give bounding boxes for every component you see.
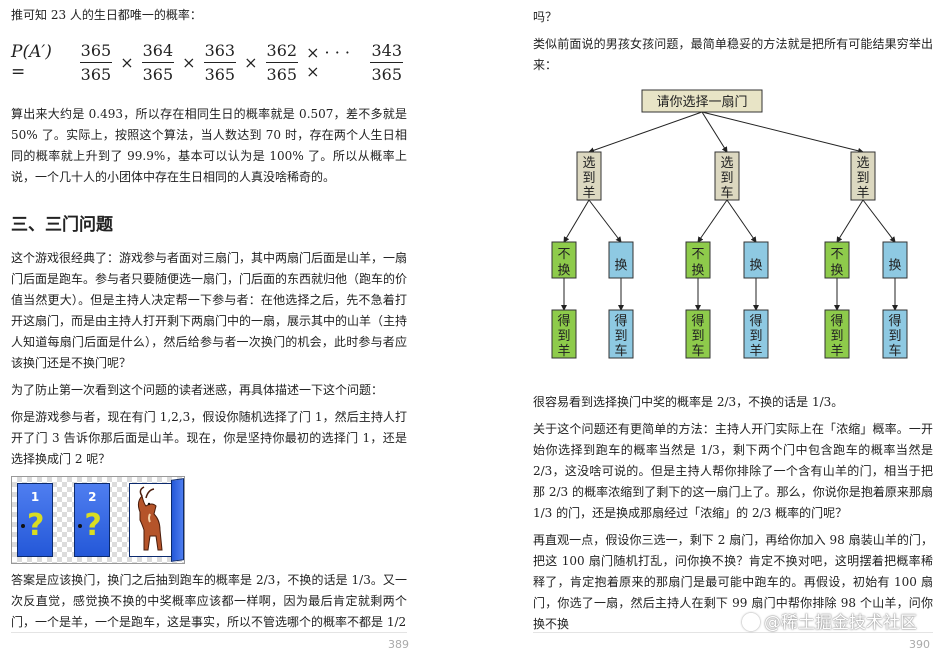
stay-node: 不换 <box>685 241 711 279</box>
swap-node-label: 换 <box>614 259 627 274</box>
birthday-paragraph: 算出来大约是 0.493，所以存在相同生日的概率就是 0.507，差不多就是 5… <box>11 107 407 184</box>
door-1: 1 ? <box>12 477 69 565</box>
stay-node: 不换 <box>824 241 850 279</box>
times-sign: × <box>244 52 258 72</box>
door-3-open <box>127 477 184 565</box>
answer-paragraph: 答案是应该换门，换门之后抽到跑车的概率是 2/3，不换的话是 1/3。又一次反直… <box>11 573 407 629</box>
stay-node-label: 不换 <box>557 247 570 278</box>
stay-node-label: 不换 <box>830 247 843 278</box>
times-sign: × <box>182 52 196 72</box>
tree-outcome-nodes: 得到羊 得到车 得到车 得到羊 得到羊 得到车 <box>551 309 908 359</box>
outcome-node-label: 得到羊 <box>749 313 762 359</box>
swap-node: 换 <box>608 241 634 279</box>
footer-rule <box>533 632 933 633</box>
outcome-node: 得到车 <box>608 309 634 359</box>
condense-paragraph: 关于这个问题还有更简单的方法：主持人开门实际上在「浓缩」概率。一开始你选择到跑车… <box>533 422 933 520</box>
outcome-node-label: 得到羊 <box>830 313 843 359</box>
question-mark-icon: ? <box>27 508 45 543</box>
stay-node: 不换 <box>551 241 577 279</box>
svg-text:请你选择一扇门: 请你选择一扇门 <box>656 94 747 110</box>
continuation-text: 吗？ <box>533 10 558 24</box>
question-mark-icon: ? <box>84 508 102 543</box>
choice-node: 选到羊 <box>576 151 602 201</box>
game-paragraph: 这个游戏很经典了：游戏参与者面对三扇门，其中两扇门后面是山羊，一扇门后面是跑车。… <box>11 251 408 370</box>
choice-node: 选到羊 <box>850 151 876 201</box>
swap-node-label: 换 <box>749 259 762 274</box>
choice-node: 选到车 <box>714 151 740 201</box>
enumerate-paragraph: 类似前面说的男孩女孩问题，最简单稳妥的方法就是把所有可能结果穷举出来： <box>533 37 933 72</box>
tree-decision-nodes: 不换 换 不换 换 不换 换 <box>551 241 908 279</box>
ellipsis-times: × · · · × <box>306 43 350 81</box>
right-text-column: 吗？ 类似前面说的男孩女孩问题，最简单稳妥的方法就是把所有可能结果穷举出来： <box>533 7 933 635</box>
outcome-node-label: 得到车 <box>691 313 704 359</box>
times-sign: × <box>120 52 134 72</box>
outcome-node: 得到车 <box>882 309 908 359</box>
right-page: 吗？ 类似前面说的男孩女孩问题，最简单稳妥的方法就是把所有可能结果穷举出来： <box>468 0 937 653</box>
outcome-node: 得到羊 <box>551 309 577 359</box>
result-paragraph: 很容易看到选择换门中奖的概率是 2/3，不换的话是 1/3。 <box>533 395 844 409</box>
swap-node-label: 换 <box>888 259 901 274</box>
swap-node: 换 <box>882 241 908 279</box>
stay-node-label: 不换 <box>691 247 704 278</box>
footer-rule <box>11 632 407 633</box>
choice-node-label: 选到羊 <box>856 156 869 201</box>
intro-text: 推可知 23 人的生日都唯一的概率： <box>11 8 202 22</box>
watermark: @稀土掘金技术社区 <box>742 608 917 633</box>
outcome-node: 得到羊 <box>824 309 850 359</box>
outcome-node-label: 得到羊 <box>557 313 570 359</box>
hundred-doors-paragraph: 再直观一点，假设你三选一，剩下 2 扇门，再给你加入 98 扇装山羊的门，把这 … <box>533 533 933 631</box>
section-heading: 三、三门问题 <box>11 215 113 235</box>
outcome-node-label: 得到车 <box>614 313 627 359</box>
outcome-node: 得到车 <box>685 309 711 359</box>
page-number-right: 390 <box>909 638 930 651</box>
three-doors-illustration: 1 ? 2 ? <box>11 476 185 564</box>
tree-choice-nodes: 选到羊 选到车 选到羊 <box>576 151 876 201</box>
tree-root-node: 请你选择一扇门 <box>641 89 763 113</box>
outcome-node: 得到羊 <box>743 309 769 359</box>
formula-lhs: P(A′) = <box>11 42 52 82</box>
tree-edges <box>561 111 898 311</box>
page-number-left: 389 <box>388 638 409 651</box>
watermark-logo-icon <box>742 613 760 631</box>
swap-node: 换 <box>743 241 769 279</box>
scenario-paragraph: 你是游戏参与者，现在有门 1,2,3，假设你随机选择了门 1，然后主持人打开了门… <box>11 410 407 466</box>
choice-node-label: 选到车 <box>720 156 733 201</box>
door-2: 2 ? <box>69 477 126 565</box>
outcome-node-label: 得到车 <box>888 313 901 359</box>
choice-node-label: 选到羊 <box>582 156 595 201</box>
decision-tree-diagram: 请你选择一扇门 选到羊选到车选到羊 不换换不换换不换换 得到羊得到车得到车得到羊… <box>551 89 908 359</box>
clarify-paragraph: 为了防止第一次看到这个问题的读者迷惑，再具体描述一下这个问题： <box>11 383 384 397</box>
goat-icon <box>137 486 163 551</box>
